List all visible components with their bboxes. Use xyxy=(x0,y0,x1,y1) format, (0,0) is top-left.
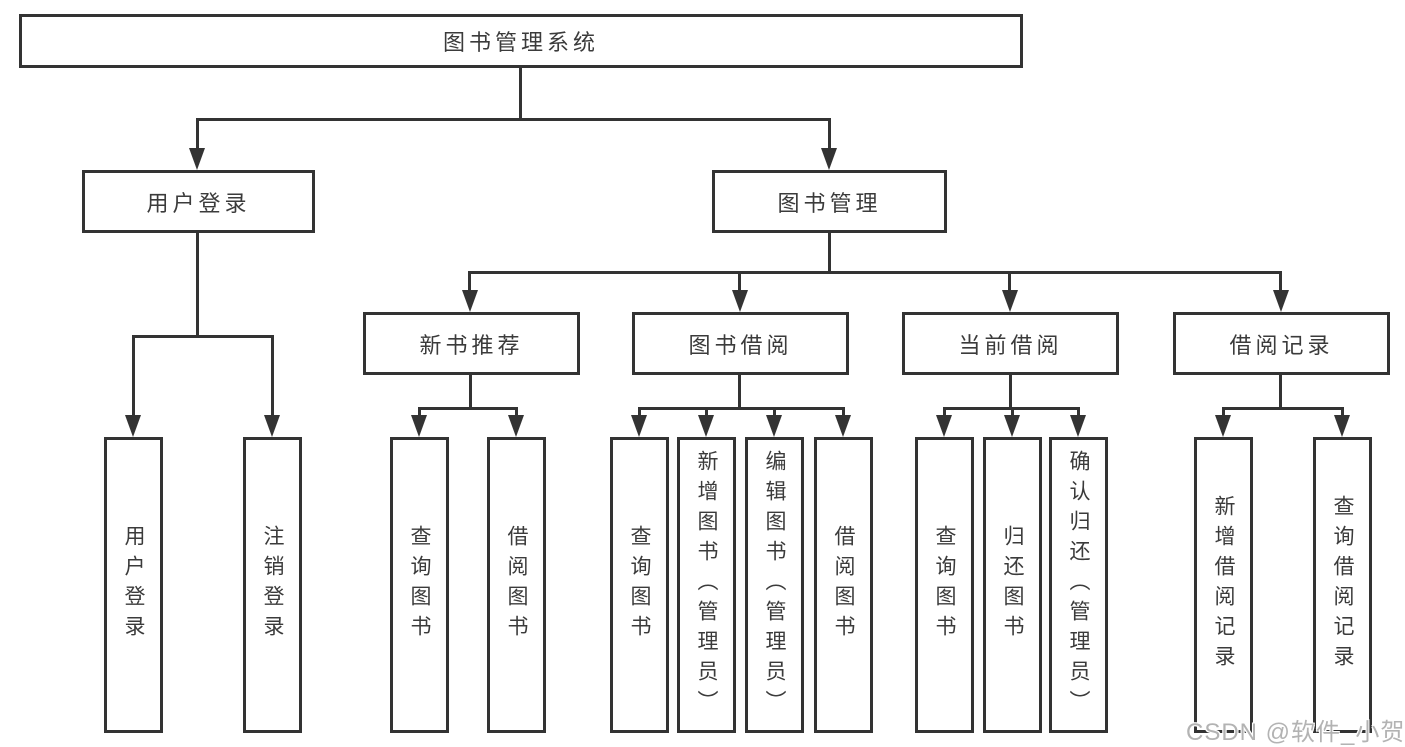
node-logout: 注销登录 xyxy=(243,437,302,733)
arrowhead-down-icon xyxy=(835,415,851,437)
node-new-book-recommendation: 新书推荐 xyxy=(363,312,580,375)
connector-line xyxy=(842,407,845,419)
arrowhead-down-icon xyxy=(1002,290,1018,312)
connector-line xyxy=(1009,375,1012,409)
connector-line xyxy=(271,335,274,419)
node-label: 注销登录 xyxy=(261,525,284,645)
node-label: 用户登录 xyxy=(146,190,251,216)
arrowhead-down-icon xyxy=(698,415,714,437)
node-label: 查询图书 xyxy=(628,525,651,645)
arrowhead-down-icon xyxy=(264,415,280,437)
connector-line xyxy=(132,335,274,338)
connector-line xyxy=(738,271,741,294)
connector-line xyxy=(1222,407,1344,410)
connector-line xyxy=(1341,407,1344,419)
node-borrowing-records: 借阅记录 xyxy=(1173,312,1390,375)
node-query-books-current: 查询图书 xyxy=(915,437,974,733)
node-user-login: 用户登录 xyxy=(82,170,315,233)
node-label: 借阅图书 xyxy=(832,525,855,645)
node-label: 图书管理系统 xyxy=(442,30,599,55)
connector-line xyxy=(1077,407,1080,419)
node-query-books-borrowing: 查询图书 xyxy=(610,437,669,733)
node-label: 新增图书（管理员） xyxy=(695,450,718,720)
connector-line xyxy=(828,118,831,151)
arrowhead-down-icon xyxy=(732,290,748,312)
node-query-borrow-record: 查询借阅记录 xyxy=(1313,437,1372,733)
arrowhead-down-icon xyxy=(1004,415,1020,437)
node-return-book: 归还图书 xyxy=(983,437,1042,733)
node-label: 借阅记录 xyxy=(1229,332,1334,358)
connector-line xyxy=(468,271,1282,274)
node-add-borrow-record: 新增借阅记录 xyxy=(1194,437,1253,733)
arrowhead-down-icon xyxy=(189,148,205,170)
connector-line xyxy=(638,407,641,419)
connector-line xyxy=(705,407,708,419)
node-book-borrowing: 图书借阅 xyxy=(632,312,849,375)
watermark: CSDN @软件_小贺同学 xyxy=(1186,719,1405,746)
node-label: 编辑图书（管理员） xyxy=(763,450,786,720)
connector-line xyxy=(738,375,741,409)
node-borrow-books-recommend: 借阅图书 xyxy=(487,437,546,733)
connector-line xyxy=(1279,271,1282,294)
node-query-books-recommend: 查询图书 xyxy=(390,437,449,733)
node-confirm-return-admin: 确认归还（管理员） xyxy=(1049,437,1108,733)
connector-line xyxy=(638,407,845,410)
connector-line xyxy=(132,335,135,419)
node-add-book-admin: 新增图书（管理员） xyxy=(677,437,736,733)
arrowhead-down-icon xyxy=(125,415,141,437)
arrowhead-down-icon xyxy=(1070,415,1086,437)
connector-line xyxy=(828,233,831,274)
arrowhead-down-icon xyxy=(462,290,478,312)
node-borrow-books-borrowing: 借阅图书 xyxy=(814,437,873,733)
node-label: 查询借阅记录 xyxy=(1331,495,1354,675)
connector-line xyxy=(469,375,472,409)
arrowhead-down-icon xyxy=(508,415,524,437)
connector-line xyxy=(196,233,199,337)
node-edit-book-admin: 编辑图书（管理员） xyxy=(745,437,804,733)
connector-line xyxy=(943,407,946,419)
node-label: 归还图书 xyxy=(1001,525,1024,645)
arrowhead-down-icon xyxy=(1273,290,1289,312)
node-label: 查询图书 xyxy=(933,525,956,645)
arrowhead-down-icon xyxy=(821,148,837,170)
connector-line xyxy=(773,407,776,419)
connector-line xyxy=(519,68,522,120)
arrowhead-down-icon xyxy=(1215,415,1231,437)
connector-line xyxy=(1222,407,1225,419)
connector-line xyxy=(468,271,471,294)
node-label: 用户登录 xyxy=(122,525,145,645)
connector-line xyxy=(196,118,199,151)
arrowhead-down-icon xyxy=(1334,415,1350,437)
node-user-login-leaf: 用户登录 xyxy=(104,437,163,733)
arrowhead-down-icon xyxy=(936,415,952,437)
arrowhead-down-icon xyxy=(631,415,647,437)
arrowhead-down-icon xyxy=(411,415,427,437)
node-label: 新书推荐 xyxy=(419,332,524,358)
arrowhead-down-icon xyxy=(766,415,782,437)
node-label: 查询图书 xyxy=(408,525,431,645)
connector-line xyxy=(1008,271,1011,294)
connector-line xyxy=(1011,407,1014,419)
node-label: 当前借阅 xyxy=(958,332,1063,358)
connector-line xyxy=(515,407,518,419)
node-label: 图书管理 xyxy=(777,190,882,216)
node-label: 确认归还（管理员） xyxy=(1067,450,1090,720)
connector-line xyxy=(196,118,831,121)
node-library-management-system: 图书管理系统 xyxy=(19,14,1023,68)
node-label: 借阅图书 xyxy=(505,525,528,645)
node-book-management: 图书管理 xyxy=(712,170,947,233)
node-label: 图书借阅 xyxy=(688,332,793,358)
connector-line xyxy=(418,407,421,419)
connector-line xyxy=(1279,375,1282,409)
node-current-borrowing: 当前借阅 xyxy=(902,312,1119,375)
connector-line xyxy=(418,407,518,410)
node-label: 新增借阅记录 xyxy=(1212,495,1235,675)
